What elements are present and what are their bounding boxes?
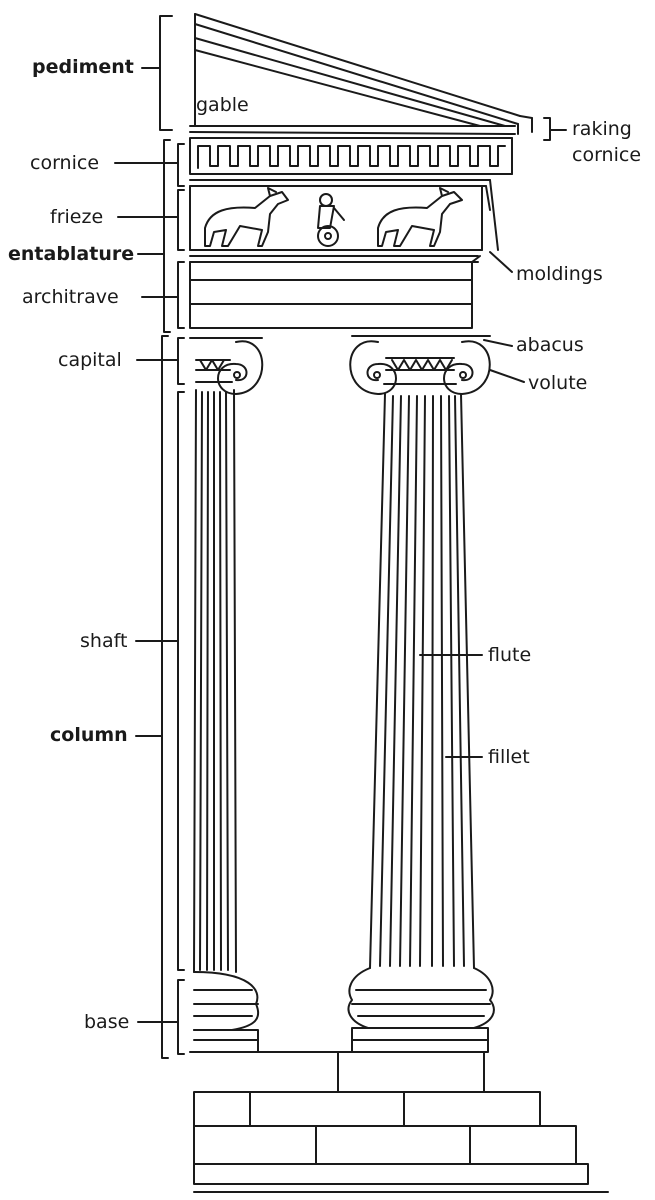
- label-fillet: fillet: [488, 746, 530, 768]
- frieze-drawing: [189, 185, 483, 263]
- label-volute: volute: [528, 372, 588, 394]
- architrave-drawing: [189, 255, 481, 329]
- capital-right: [349, 335, 491, 395]
- label-moldings: moldings: [516, 263, 603, 285]
- base-right: [347, 967, 495, 1053]
- label-base: base: [84, 1011, 130, 1033]
- steps-drawing: [189, 1051, 609, 1193]
- label-frieze: frieze: [50, 206, 104, 228]
- label-pediment: pediment: [32, 56, 134, 78]
- label-shaft: shaft: [80, 630, 128, 652]
- base-left: [193, 971, 260, 1053]
- label-architrave: architrave: [22, 286, 119, 308]
- label-column: column: [50, 724, 128, 746]
- capital-left: [189, 337, 264, 395]
- label-raking-line2: cornice: [572, 144, 642, 166]
- cornice-drawing: [189, 137, 513, 251]
- label-raking-line1: raking: [572, 118, 632, 140]
- shaft-right: [369, 393, 475, 969]
- left-brackets: [114, 15, 185, 1059]
- label-abacus: abacus: [516, 334, 584, 356]
- label-cornice: cornice: [30, 152, 100, 174]
- label-gable: gable: [196, 94, 249, 116]
- label-entablature: entablature: [8, 243, 135, 265]
- pediment-drawing: [189, 13, 533, 135]
- right-leaders: [419, 117, 567, 758]
- label-capital: capital: [58, 349, 122, 371]
- shaft-left: [193, 389, 237, 973]
- label-flute: flute: [488, 644, 532, 666]
